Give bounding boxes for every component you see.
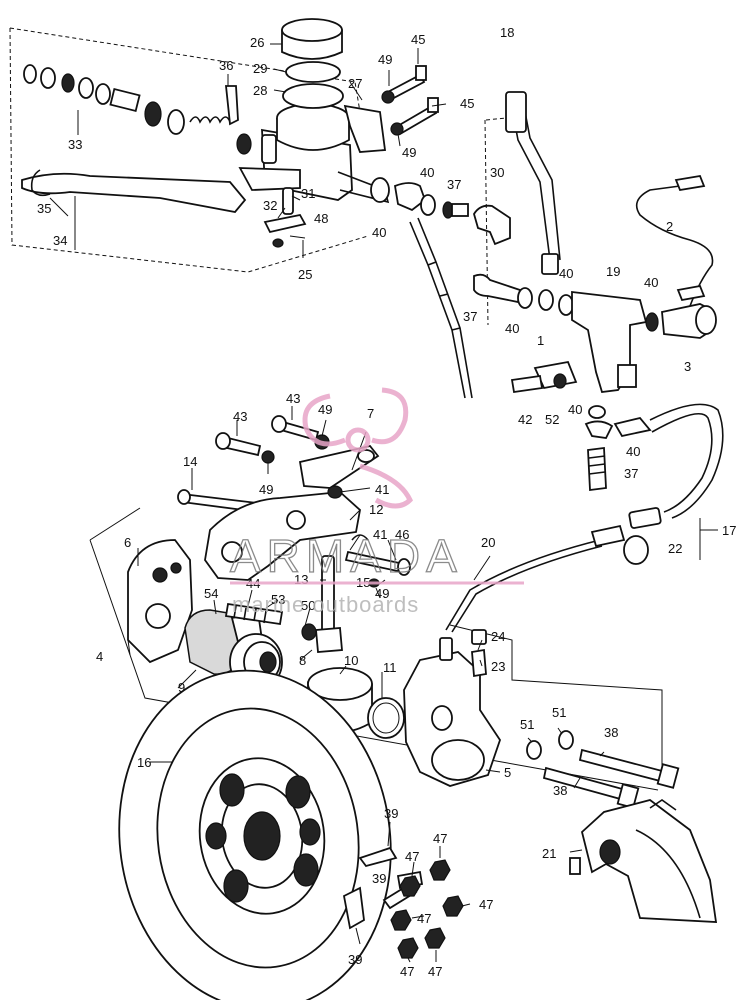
callout-48: 48: [314, 211, 328, 226]
callout-29: 29: [253, 61, 267, 76]
callout-47d: 47: [417, 911, 431, 926]
callout-46: 46: [395, 527, 409, 542]
callout-40c: 40: [559, 266, 573, 281]
callout-6: 6: [124, 535, 131, 550]
callout-51a: 51: [520, 717, 534, 732]
callout-45b: 45: [460, 96, 474, 111]
callout-47f: 47: [428, 964, 442, 979]
armada-watermark: ARMADA marine outboards: [229, 387, 524, 617]
callout-4: 4: [96, 649, 103, 664]
callout-9: 9: [178, 680, 185, 695]
fender-bracket: [569, 799, 718, 923]
callout-45a: 45: [411, 32, 425, 47]
callout-32: 32: [263, 198, 277, 213]
callout-7: 7: [367, 406, 374, 421]
callout-18: 18: [500, 25, 514, 40]
callout-3: 3: [684, 359, 691, 374]
callout-39a: 39: [384, 806, 398, 821]
callout-47e: 47: [400, 964, 414, 979]
callout-11: 11: [383, 660, 397, 675]
callout-37a: 37: [447, 177, 461, 192]
piston-kit: [23, 64, 252, 155]
callout-30: 30: [490, 165, 504, 180]
upper-hose-assembly: [393, 91, 574, 399]
callout-41b: 41: [373, 527, 387, 542]
callout-40d: 40: [644, 275, 658, 290]
callout-19: 19: [606, 264, 620, 279]
callout-27: 27: [348, 76, 362, 91]
callout-43b: 43: [286, 391, 300, 406]
callout-1: 1: [537, 333, 544, 348]
callout-49d: 49: [259, 482, 273, 497]
callout-39b: 39: [372, 871, 386, 886]
callout-51b: 51: [552, 705, 566, 720]
callout-42: 42: [518, 412, 532, 427]
watermark-tagline: marine outboards: [232, 592, 419, 617]
callout-52: 52: [545, 412, 559, 427]
master-cylinder-assembly: [9, 18, 447, 273]
callout-20: 20: [481, 535, 495, 550]
callout-41a: 41: [375, 482, 389, 497]
callout-17: 17: [722, 523, 736, 538]
callout-47b: 47: [405, 849, 419, 864]
callout-8: 8: [299, 653, 306, 668]
callout-2: 2: [666, 219, 673, 234]
callout-16: 16: [137, 755, 151, 770]
callout-38b: 38: [553, 783, 567, 798]
callout-53: 53: [271, 592, 285, 607]
callout-47a: 47: [433, 831, 447, 846]
callout-22: 22: [668, 541, 682, 556]
callout-40g: 40: [626, 444, 640, 459]
callout-14: 14: [183, 454, 197, 469]
callout-38a: 38: [604, 725, 618, 740]
callout-12: 12: [369, 502, 383, 517]
callout-49a: 49: [378, 52, 392, 67]
callout-26: 26: [250, 35, 264, 50]
callout-40f: 40: [568, 402, 582, 417]
callout-49c: 49: [318, 402, 332, 417]
callout-21: 21: [542, 846, 556, 861]
callout-28: 28: [253, 83, 267, 98]
callout-24: 24: [491, 629, 505, 644]
watermark-brand: ARMADA: [230, 530, 463, 582]
callout-10: 10: [344, 653, 358, 668]
disc-fasteners: [342, 821, 471, 963]
callout-47c: 47: [479, 897, 493, 912]
callout-36: 36: [219, 58, 233, 73]
callout-40a: 40: [420, 165, 434, 180]
callout-34: 34: [53, 233, 67, 248]
three-way-joint: [445, 174, 724, 633]
brake-lever: [21, 167, 301, 213]
callout-40b: 40: [372, 225, 386, 240]
callout-5: 5: [504, 765, 511, 780]
callout-31: 31: [301, 186, 315, 201]
callout-35: 35: [37, 201, 51, 216]
callout-37c: 37: [624, 466, 638, 481]
callout-23: 23: [491, 659, 505, 674]
propeller-logo-icon: [302, 387, 413, 509]
callout-50: 50: [301, 598, 315, 613]
callout-49b: 49: [402, 145, 416, 160]
brake-disc: [118, 669, 392, 1000]
callout-37b: 37: [463, 309, 477, 324]
callout-39c: 39: [348, 952, 362, 967]
callout-54: 54: [204, 586, 218, 601]
callout-40e: 40: [505, 321, 519, 336]
callout-33: 33: [68, 137, 82, 152]
cap-bracket: [343, 104, 387, 153]
callout-43a: 43: [233, 409, 247, 424]
callout-25: 25: [298, 267, 312, 282]
callout-49e: 49: [375, 586, 389, 601]
caliper-assembly: [89, 406, 680, 809]
callout-labels: 1 2 3 4 5 6 7 8 9 10 11 12 13 14 15 16 1…: [37, 25, 736, 979]
